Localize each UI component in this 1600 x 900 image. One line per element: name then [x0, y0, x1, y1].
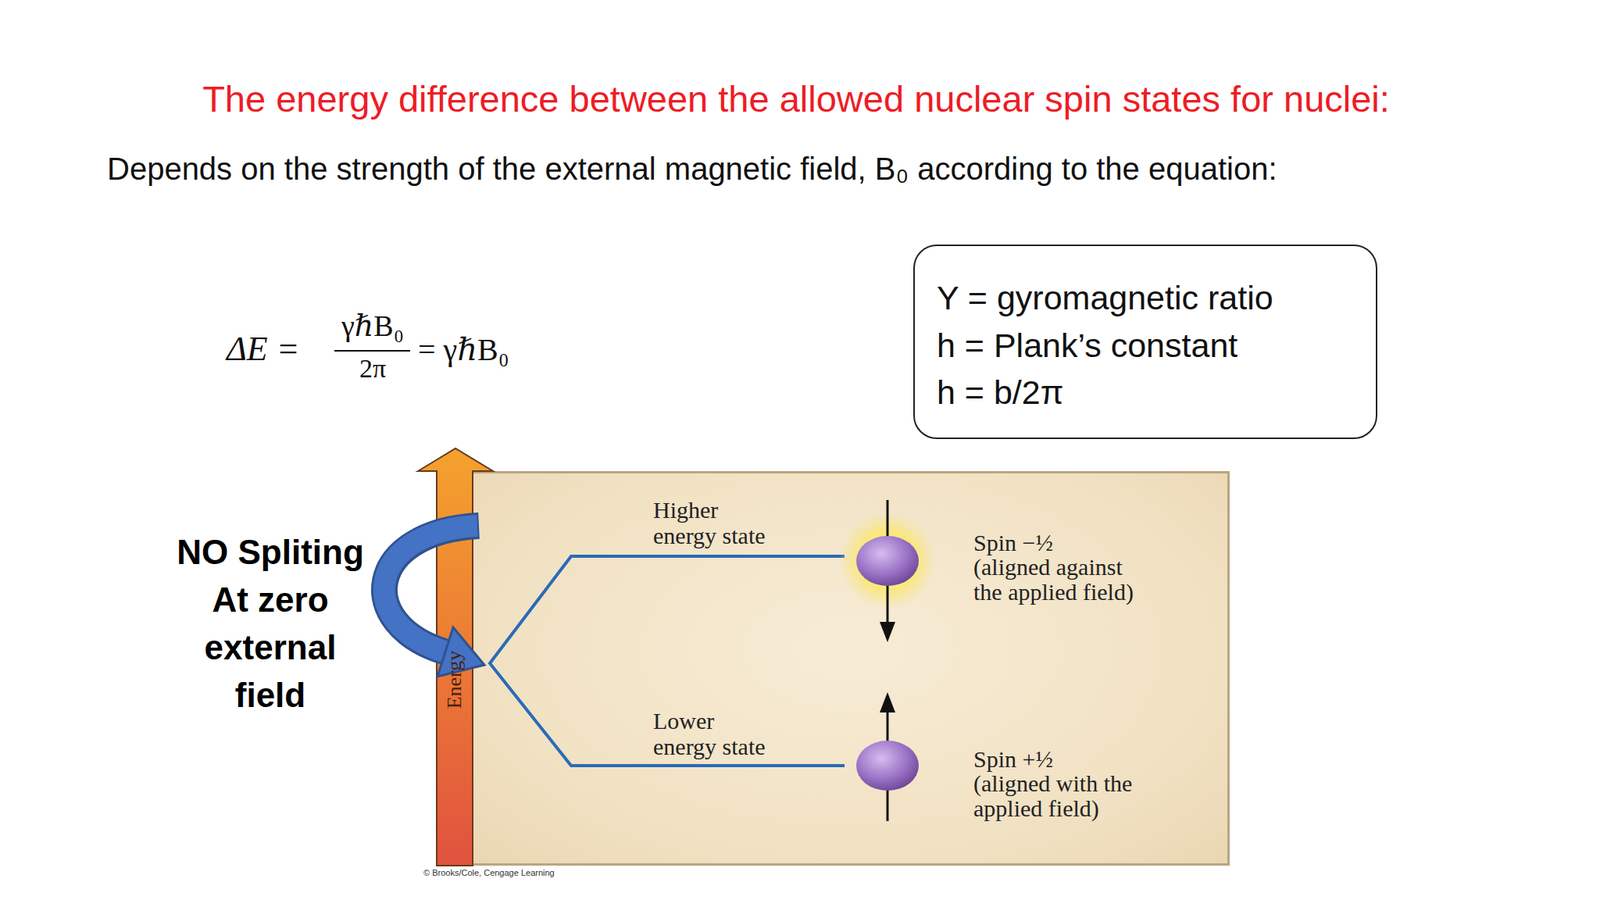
equation-lhs: ΔE = [226, 328, 300, 371]
definition-text: Y = gyromagnetic ratio [936, 277, 1274, 318]
state-label: Higher energy state [653, 496, 783, 549]
energy-diagram-panel: Higher energy stateSpin −½(aligned again… [471, 471, 1230, 866]
curved-arrow-body [384, 525, 478, 653]
fraction-denominator: 2π [325, 353, 420, 385]
annotation-text: NO Spliting At zero external field [176, 528, 365, 719]
fraction-bar [334, 350, 411, 352]
state-label: Lower energy state [653, 707, 783, 760]
slide-title: The energy difference between the allowe… [0, 76, 1593, 122]
equation-rhs: = γℏB₀ [417, 331, 510, 369]
definition-box: Y = gyromagnetic ratio h = Plank’s consta… [913, 244, 1378, 440]
axis-label: Energy [442, 650, 467, 710]
definition-text: h = b/2π [936, 371, 1064, 413]
copyright-note: © Brooks/Cole, Cengage Learning [423, 867, 555, 879]
curved-arrow-outline [384, 525, 479, 653]
spin-label: Spin −½ [973, 529, 1054, 556]
spin-label: Spin +½ [973, 746, 1054, 772]
definition-text: h = Plank’s constant [936, 325, 1238, 366]
fraction-numerator: γℏB₀ [325, 307, 420, 344]
spin-note: (aligned with the applied field) [973, 771, 1142, 822]
body-text: Depends on the strength of the external … [107, 145, 1358, 193]
spin-note: (aligned against the applied field) [973, 554, 1142, 605]
